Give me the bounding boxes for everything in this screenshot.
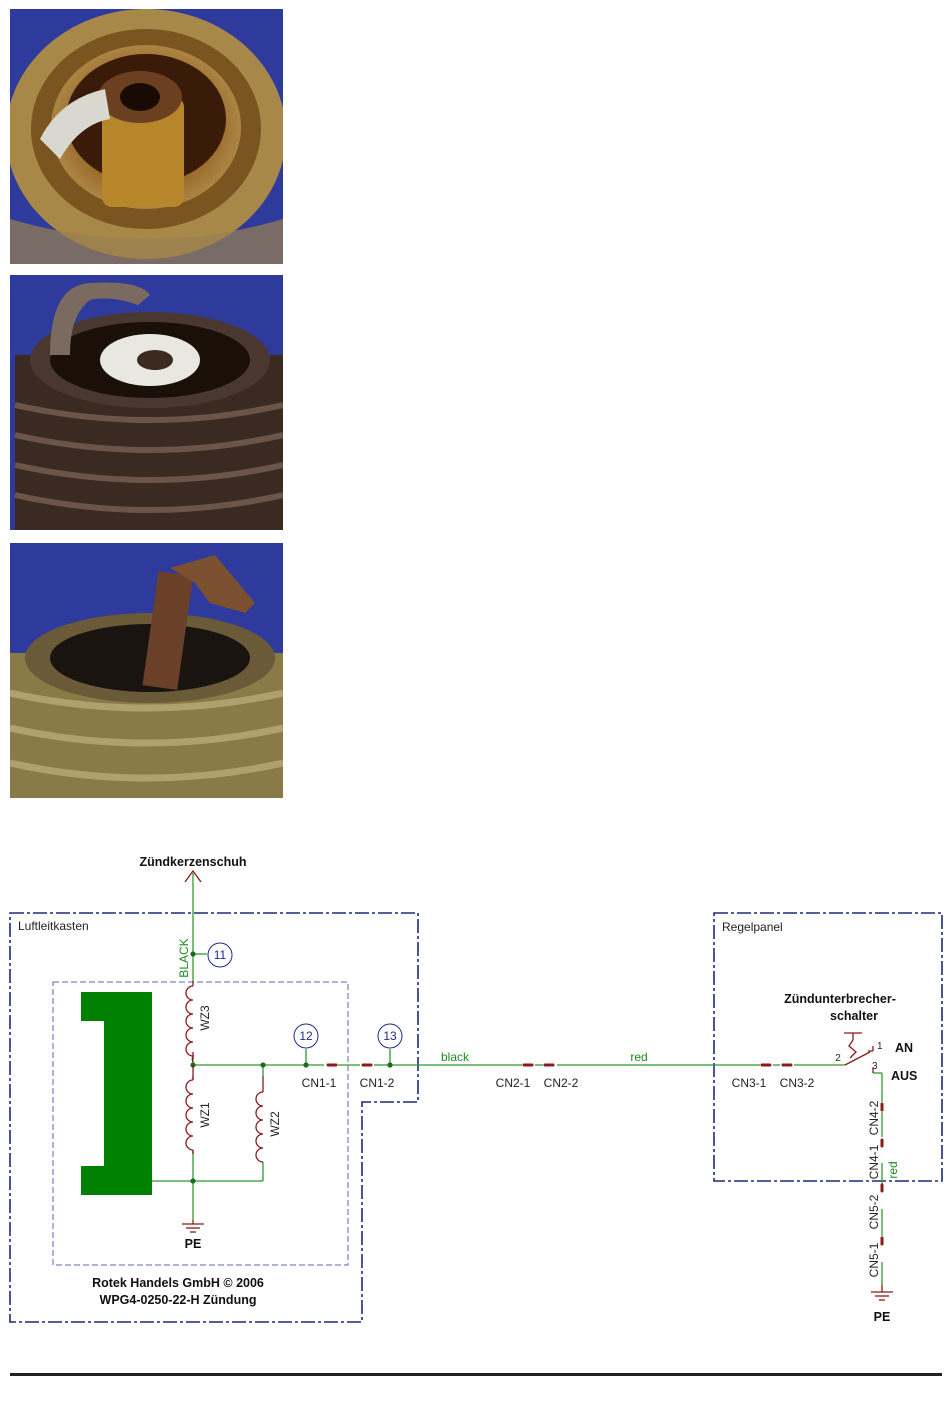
- connector-cn5-1: CN5-1: [867, 1242, 881, 1277]
- switch-state-an: AN: [895, 1041, 913, 1055]
- ignition-wiring-schematic: Luftleitkasten Regelpanel Zündke: [0, 840, 950, 1340]
- connector-cn1-1: CN1-1: [302, 1076, 337, 1090]
- switch-pin-1: 1: [877, 1041, 883, 1052]
- connector-cn3-1: CN3-1: [732, 1076, 767, 1090]
- spark-plug-image-2: [10, 275, 283, 530]
- ground-right-label: PE: [874, 1310, 891, 1324]
- coil-label-wz2: WZ2: [268, 1111, 282, 1137]
- wire-label-black: black: [441, 1050, 470, 1064]
- page-divider: [10, 1373, 942, 1376]
- node-number-11: 11: [214, 948, 227, 962]
- connector-cn5-2: CN5-2: [867, 1194, 881, 1229]
- footer-company: Rotek Handels GmbH © 2006: [92, 1276, 264, 1290]
- luftleitkasten-frame: [10, 913, 418, 1322]
- coil-label-wz1: WZ1: [198, 1102, 212, 1128]
- switch-pin-2: 2: [835, 1053, 841, 1064]
- spark-plug-image-3: [10, 543, 283, 798]
- wire-label-red: red: [630, 1050, 647, 1064]
- spark-plug-image-1: [10, 9, 283, 264]
- connector-cn3-2: CN3-2: [780, 1076, 815, 1090]
- connector-cn2-1: CN2-1: [496, 1076, 531, 1090]
- ignition-switch: [844, 1033, 873, 1073]
- connector-pins: [328, 1065, 882, 1244]
- ground-left-label: PE: [185, 1237, 202, 1251]
- switch-pin-3: 3: [872, 1061, 878, 1072]
- wire-label-black-vertical: BLACK: [177, 938, 191, 977]
- switch-title-line2: schalter: [830, 1009, 878, 1023]
- switch-state-aus: AUS: [891, 1069, 917, 1083]
- node-number-12: 12: [299, 1029, 313, 1043]
- coil-wz1: [186, 1065, 193, 1154]
- luftleitkasten-title: Luftleitkasten: [18, 919, 89, 933]
- ground-left-symbol: [182, 1220, 204, 1232]
- coil-label-wz3: WZ3: [198, 1005, 212, 1031]
- zuendkerzenschuh-label: Zündkerzenschuh: [140, 855, 247, 869]
- magnet-core: [81, 992, 152, 1195]
- ground-right-symbol: [871, 1285, 893, 1300]
- wire-label-red-vertical: red: [886, 1161, 900, 1178]
- spark-plug-photo-3: [10, 543, 283, 798]
- connector-cn2-2: CN2-2: [544, 1076, 579, 1090]
- spark-plug-photo-2: [10, 275, 283, 530]
- coil-wz3: [186, 981, 193, 1062]
- footer-part-number: WPG4-0250-22-H Zündung: [100, 1293, 257, 1307]
- coil-wz2: [256, 1076, 263, 1162]
- connector-cn4-1: CN4-1: [867, 1144, 881, 1179]
- switch-title-line1: Zündunterbrecher-: [784, 992, 896, 1006]
- regelpanel-title: Regelpanel: [722, 920, 783, 934]
- connector-cn4-2: CN4-2: [867, 1100, 881, 1135]
- node-number-13: 13: [383, 1029, 397, 1043]
- connector-cn1-2: CN1-2: [360, 1076, 395, 1090]
- spark-plug-photo-1: [10, 9, 283, 264]
